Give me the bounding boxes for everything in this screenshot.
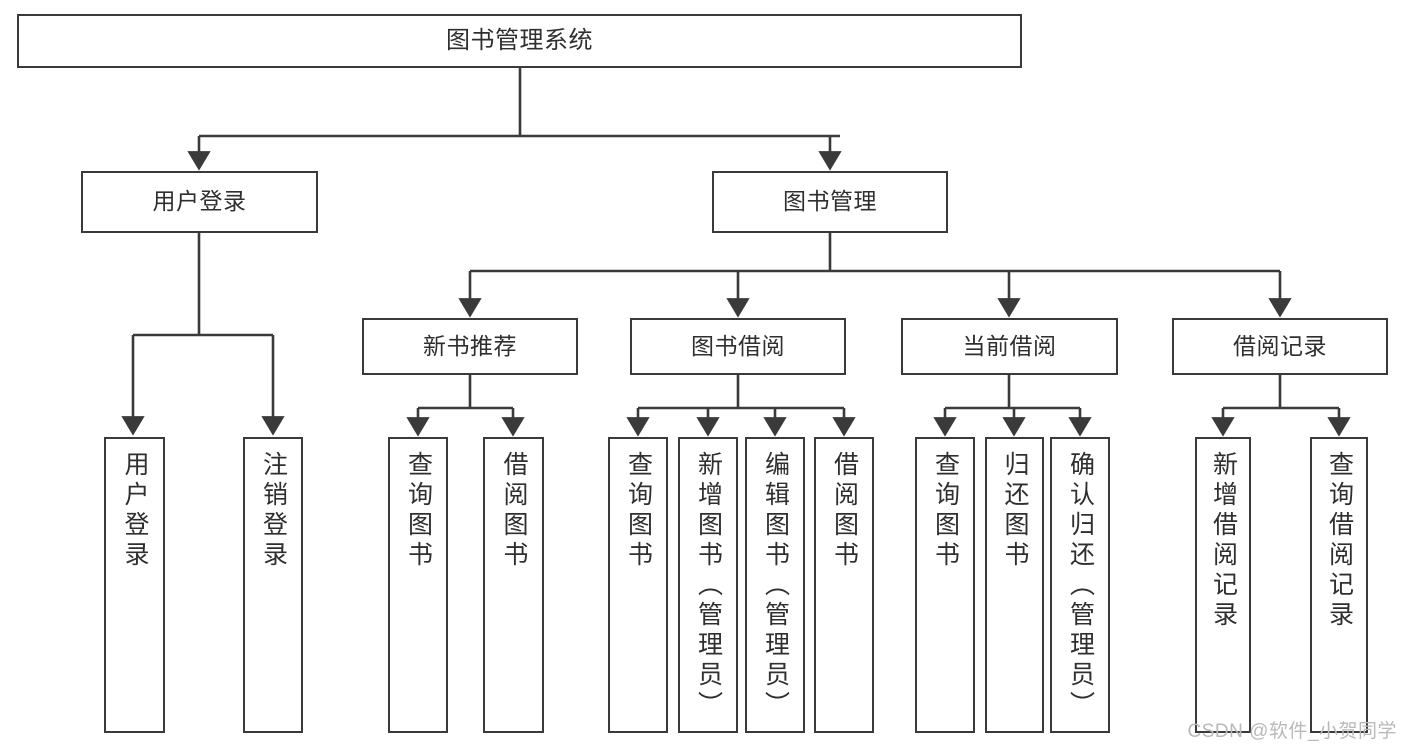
node-leaf-user-login[interactable]: 用户登录 [104,437,165,733]
node-borrow-record[interactable]: 借阅记录 [1172,318,1388,375]
node-leaf-user-logout[interactable]: 注销登录 [243,437,303,733]
node-leaf-user-logout-label: 注销登录 [259,451,288,571]
node-leaf-borrow-book[interactable]: 借阅图书 [814,437,874,733]
node-leaf-add-book-admin[interactable]: 新增图书（管理员） [678,437,738,733]
node-leaf-borrow-book-rec[interactable]: 借阅图书 [483,437,544,733]
node-leaf-add-borrow-record[interactable]: 新增借阅记录 [1195,437,1251,733]
node-user-login-label: 用户登录 [152,188,247,215]
node-leaf-add-book-admin-label: 新增图书（管理员） [694,451,723,721]
node-new-book-rec[interactable]: 新书推荐 [362,318,578,375]
node-book-manage[interactable]: 图书管理 [712,171,948,233]
node-book-borrow[interactable]: 图书借阅 [630,318,846,375]
node-leaf-edit-book-admin-label: 编辑图书（管理员） [761,451,790,721]
node-leaf-query-book-current[interactable]: 查询图书 [915,437,975,733]
node-new-book-rec-label: 新书推荐 [423,332,517,359]
node-book-borrow-label: 图书借阅 [691,332,785,359]
node-borrow-record-label: 借阅记录 [1233,332,1327,359]
node-leaf-query-borrow-record[interactable]: 查询借阅记录 [1310,437,1368,733]
node-leaf-borrow-book-rec-label: 借阅图书 [500,451,528,571]
node-book-manage-label: 图书管理 [783,188,877,215]
node-leaf-query-borrow-record-label: 查询借阅记录 [1325,451,1354,631]
node-current-borrow-label: 当前借阅 [962,332,1057,359]
node-leaf-query-book-borrow[interactable]: 查询图书 [608,437,668,733]
node-leaf-confirm-return-admin[interactable]: 确认归还（管理员） [1050,437,1110,733]
node-leaf-query-book-current-label: 查询图书 [931,451,960,571]
node-current-borrow[interactable]: 当前借阅 [901,318,1118,375]
node-leaf-confirm-return-admin-label: 确认归还（管理员） [1066,451,1095,721]
node-root-label: 图书管理系统 [446,26,593,54]
node-leaf-query-book-rec-label: 查询图书 [404,451,433,571]
node-leaf-query-book-rec[interactable]: 查询图书 [388,437,448,733]
watermark-text: CSDN @软件_小贺同学 [1187,721,1397,742]
node-leaf-user-login-label: 用户登录 [121,451,149,571]
node-root[interactable]: 图书管理系统 [17,14,1022,68]
node-leaf-borrow-book-label: 借阅图书 [830,451,859,571]
node-leaf-return-book-label: 归还图书 [1001,451,1029,571]
node-leaf-edit-book-admin[interactable]: 编辑图书（管理员） [745,437,805,733]
node-leaf-query-book-borrow-label: 查询图书 [624,451,653,571]
node-leaf-return-book[interactable]: 归还图书 [985,437,1044,733]
node-leaf-add-borrow-record-label: 新增借阅记录 [1209,451,1238,631]
node-user-login[interactable]: 用户登录 [81,171,318,233]
